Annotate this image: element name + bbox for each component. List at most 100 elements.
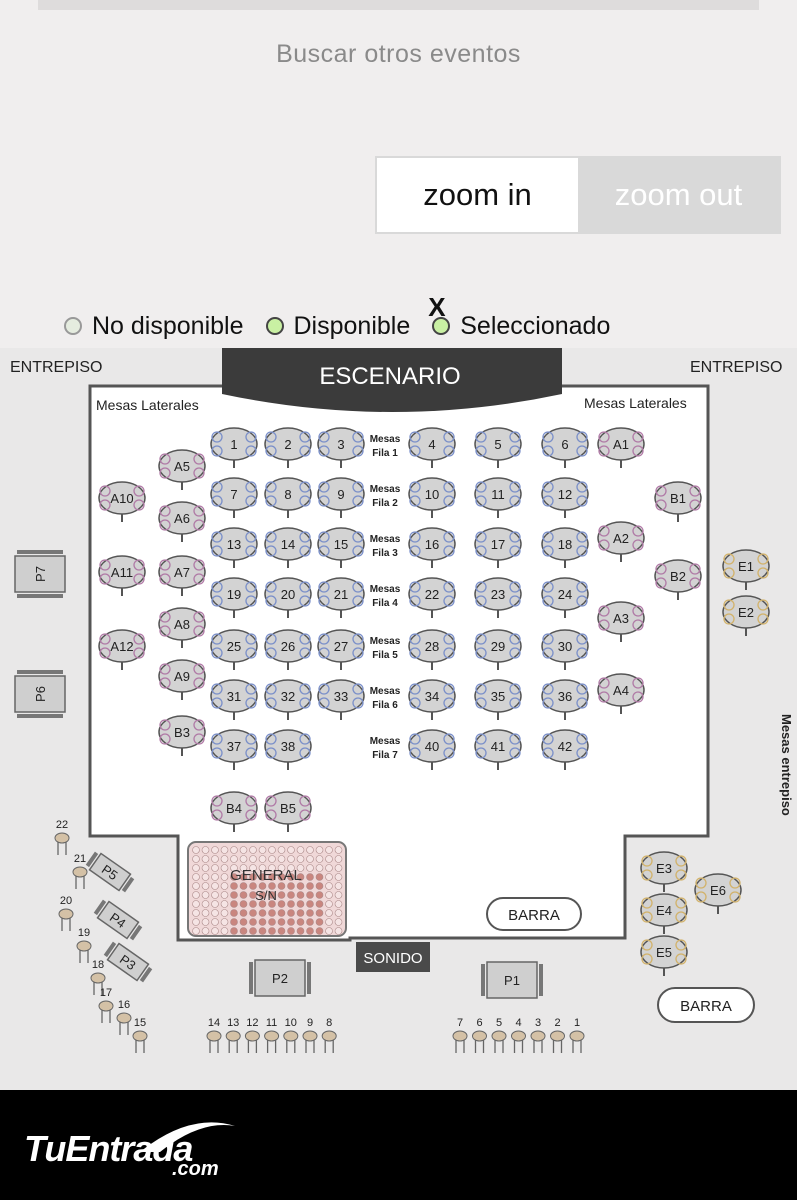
stool-21[interactable]: 21 [72, 853, 88, 889]
zoom-in-button[interactable]: zoom in [377, 158, 578, 232]
table-B4[interactable]: B4 [210, 791, 258, 832]
table-37[interactable]: 37 [210, 729, 258, 770]
zoom-out-button[interactable]: zoom out [578, 158, 779, 232]
table-B2[interactable]: B2 [654, 559, 702, 600]
stool-7[interactable]: 7 [452, 1017, 468, 1053]
table-10[interactable]: 10 [408, 477, 456, 518]
table-A9[interactable]: A9 [158, 659, 206, 700]
table-4[interactable]: 4 [408, 427, 456, 468]
table-B1[interactable]: B1 [654, 481, 702, 522]
table-A10[interactable]: A10 [98, 481, 146, 522]
table-12[interactable]: 12 [541, 477, 589, 518]
table-A3[interactable]: A3 [597, 601, 645, 642]
table-E3[interactable]: E3 [640, 851, 688, 892]
table-29[interactable]: 29 [474, 629, 522, 670]
table-6[interactable]: 6 [541, 427, 589, 468]
table-35[interactable]: 35 [474, 679, 522, 720]
table-24[interactable]: 24 [541, 577, 589, 618]
table-20[interactable]: 20 [264, 577, 312, 618]
table-E4[interactable]: E4 [640, 893, 688, 934]
table-40[interactable]: 40 [408, 729, 456, 770]
table-36[interactable]: 36 [541, 679, 589, 720]
table-A7[interactable]: A7 [158, 555, 206, 596]
table-25[interactable]: 25 [210, 629, 258, 670]
stool-17[interactable]: 17 [98, 987, 114, 1023]
table-28[interactable]: 28 [408, 629, 456, 670]
platform-P5[interactable]: P5 [85, 850, 136, 894]
table-8[interactable]: 8 [264, 477, 312, 518]
table-11[interactable]: 11 [474, 477, 522, 518]
stool-22[interactable]: 22 [54, 819, 70, 855]
stool-13[interactable]: 13 [225, 1017, 241, 1053]
table-33[interactable]: 33 [317, 679, 365, 720]
zoom-controls: zoom in zoom out [375, 156, 781, 234]
table-3[interactable]: 3 [317, 427, 365, 468]
table-38[interactable]: 38 [264, 729, 312, 770]
table-E6[interactable]: E6 [694, 873, 742, 914]
table-31[interactable]: 31 [210, 679, 258, 720]
table-34[interactable]: 34 [408, 679, 456, 720]
table-21[interactable]: 21 [317, 577, 365, 618]
stool-12[interactable]: 12 [244, 1017, 260, 1053]
table-B5[interactable]: B5 [264, 791, 312, 832]
table-A5[interactable]: A5 [158, 449, 206, 490]
table-42[interactable]: 42 [541, 729, 589, 770]
table-23[interactable]: 23 [474, 577, 522, 618]
brand-logo[interactable]: TuEntrada [24, 1128, 193, 1169]
table-9[interactable]: 9 [317, 477, 365, 518]
table-14[interactable]: 14 [264, 527, 312, 568]
table-2[interactable]: 2 [264, 427, 312, 468]
platform-P6[interactable]: P6 [14, 670, 66, 718]
stool-18[interactable]: 18 [90, 959, 106, 995]
mesas-laterales-left-label: Mesas Laterales [96, 397, 199, 413]
platform-P2[interactable]: P2 [249, 959, 311, 997]
table-A11[interactable]: A11 [98, 555, 146, 596]
stool-2[interactable]: 2 [550, 1017, 565, 1053]
table-16[interactable]: 16 [408, 527, 456, 568]
table-E5[interactable]: E5 [640, 935, 688, 976]
stool-5[interactable]: 5 [491, 1017, 507, 1053]
venue-seat-map[interactable]: ESCENARIO ENTREPISO ENTREPISO Mesas Late… [0, 348, 797, 1090]
table-A6[interactable]: A6 [158, 501, 206, 542]
stool-14[interactable]: 14 [206, 1017, 222, 1053]
table-A12[interactable]: A12 [98, 629, 146, 670]
table-19[interactable]: 19 [210, 577, 258, 618]
table-A8[interactable]: A8 [158, 607, 206, 648]
table-E1[interactable]: E1 [722, 549, 770, 590]
search-other-events-link[interactable]: Buscar otros eventos [276, 40, 521, 68]
stool-15[interactable]: 15 [132, 1017, 148, 1053]
stool-4[interactable]: 4 [511, 1017, 526, 1053]
stool-8[interactable]: 8 [321, 1017, 337, 1053]
table-17[interactable]: 17 [474, 527, 522, 568]
stool-16[interactable]: 16 [116, 999, 132, 1035]
platform-P1[interactable]: P1 [481, 961, 543, 999]
stool-6[interactable]: 6 [472, 1017, 487, 1053]
stool-3[interactable]: 3 [530, 1017, 546, 1053]
stool-19[interactable]: 19 [76, 927, 92, 963]
table-26[interactable]: 26 [264, 629, 312, 670]
table-22[interactable]: 22 [408, 577, 456, 618]
table-5[interactable]: 5 [474, 427, 522, 468]
table-E2[interactable]: E2 [722, 595, 770, 636]
stool-1[interactable]: 1 [569, 1017, 585, 1053]
platform-P4[interactable]: P4 [93, 898, 144, 942]
table-7[interactable]: 7 [210, 477, 258, 518]
table-30[interactable]: 30 [541, 629, 589, 670]
table-A4[interactable]: A4 [597, 673, 645, 714]
stool-10[interactable]: 10 [283, 1017, 299, 1053]
platform-P3[interactable]: P3 [103, 940, 154, 984]
table-13[interactable]: 13 [210, 527, 258, 568]
platform-P7[interactable]: P7 [14, 550, 66, 598]
table-B3[interactable]: B3 [158, 715, 206, 756]
table-15[interactable]: 15 [317, 527, 365, 568]
stool-11[interactable]: 11 [264, 1017, 280, 1053]
table-18[interactable]: 18 [541, 527, 589, 568]
stool-9[interactable]: 9 [302, 1017, 318, 1053]
table-27[interactable]: 27 [317, 629, 365, 670]
table-41[interactable]: 41 [474, 729, 522, 770]
stool-20[interactable]: 20 [58, 895, 74, 931]
table-32[interactable]: 32 [264, 679, 312, 720]
table-1[interactable]: 1 [210, 427, 258, 468]
table-A2[interactable]: A2 [597, 521, 645, 562]
table-A1[interactable]: A1 [597, 427, 645, 468]
